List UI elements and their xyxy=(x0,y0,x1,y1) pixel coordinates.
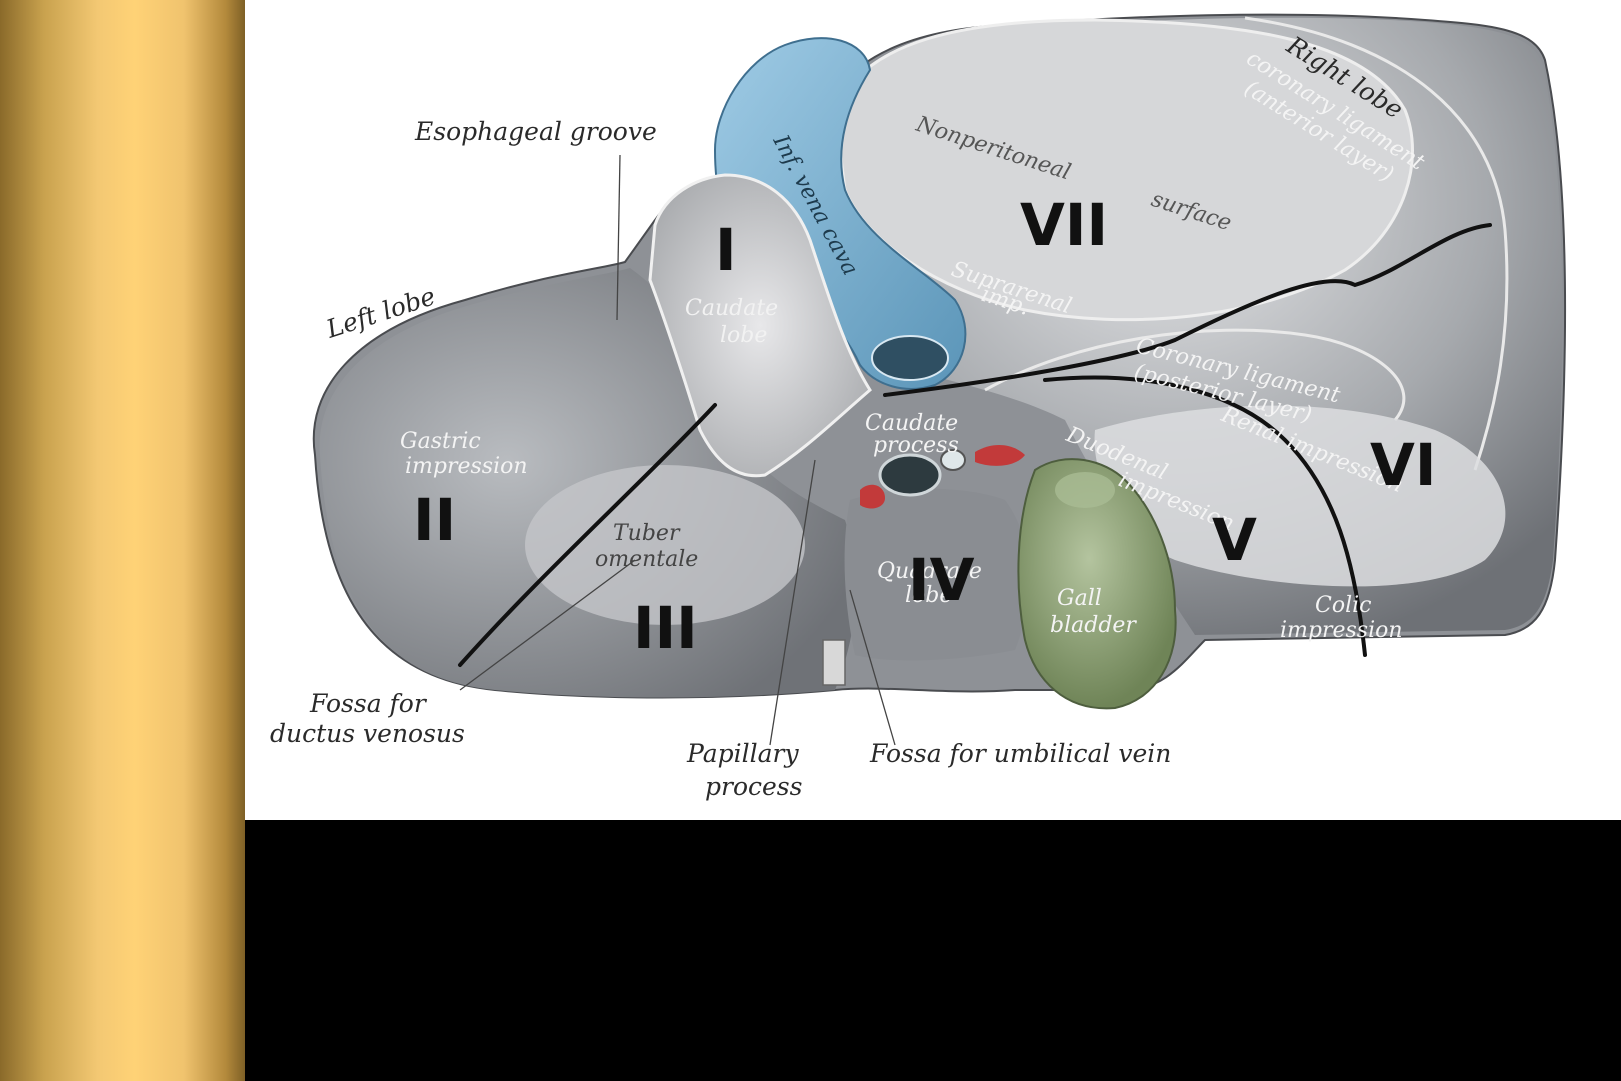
label-caudate-process-1: Caudate xyxy=(865,411,958,436)
segment-III: III xyxy=(633,594,698,662)
hepatic-artery-left xyxy=(860,484,885,509)
label-quadrate-1: Quadrate xyxy=(877,559,982,584)
label-fossa-ductus-venosus-1: Fossa for xyxy=(309,689,428,718)
gold-sidebar xyxy=(0,0,245,1081)
round-ligament-stub xyxy=(822,639,846,686)
label-fossa-umbilical-vein: Fossa for umbilical vein xyxy=(869,739,1171,768)
leader-fossa-umbilical-vein xyxy=(849,589,896,746)
bare-area xyxy=(833,18,1414,322)
label-colic-2: impression xyxy=(1280,618,1403,643)
coronary-ligament-anterior-line xyxy=(1244,16,1509,471)
label-caudate-lobe-2: lobe xyxy=(720,323,767,348)
hepatic-duct xyxy=(940,449,966,471)
portal-vein xyxy=(878,453,942,497)
segment-IV: IV xyxy=(908,546,975,614)
label-caudate-lobe-1: Caudate xyxy=(685,296,778,321)
vena-cava-opening xyxy=(871,335,949,381)
segment-II: II xyxy=(413,486,456,554)
blank-caption-area xyxy=(245,820,1621,1081)
leader-papillary-process xyxy=(769,459,816,746)
label-papillary-process-1: Papillary xyxy=(686,739,799,768)
segment-I: I xyxy=(715,216,737,284)
leader-esophageal-groove xyxy=(616,154,621,321)
label-caudate-process-2: process xyxy=(873,433,959,458)
renal-area xyxy=(1094,405,1506,587)
liver-illustration: Esophageal groove Left lobe Right lobe F… xyxy=(270,13,1566,801)
gall-bladder xyxy=(1017,458,1177,710)
label-gastric-impression-1: Gastric xyxy=(400,429,481,454)
label-gall-bladder-2: bladder xyxy=(1050,613,1137,638)
segment-line-right-upper xyxy=(883,223,1492,397)
label-gall-bladder-1: Gall xyxy=(1057,586,1102,611)
segment-V: V xyxy=(1212,506,1257,574)
caudate-lobe xyxy=(648,173,872,478)
label-fossa-ductus-venosus-2: ductus venosus xyxy=(270,719,465,748)
segment-line-left xyxy=(458,403,717,667)
segment-VI: VI xyxy=(1370,431,1436,499)
leader-fossa-ductus-venosus xyxy=(459,559,636,691)
tuber-omentale-area xyxy=(525,465,805,625)
quadrate-lobe xyxy=(844,488,1029,661)
label-papillary-process-2: process xyxy=(705,772,802,801)
label-tuber-omentale-1: Tuber xyxy=(613,521,681,546)
gall-bladder-neck xyxy=(1055,472,1115,508)
coronary-ligament-posterior-line xyxy=(984,328,1406,421)
segment-VII: VII xyxy=(1020,191,1108,259)
label-tuber-omentale-2: omentale xyxy=(595,547,698,572)
label-colic-1: Colic xyxy=(1315,593,1371,618)
label-esophageal-groove: Esophageal groove xyxy=(414,117,657,146)
liver-diagram: Esophageal groove Left lobe Right lobe F… xyxy=(245,0,1621,820)
hepatic-artery-right xyxy=(975,444,1025,466)
segment-line-right-lower xyxy=(1043,375,1367,657)
label-gastric-impression-2: impression xyxy=(405,454,528,479)
label-quadrate-2: lobe xyxy=(905,583,952,608)
